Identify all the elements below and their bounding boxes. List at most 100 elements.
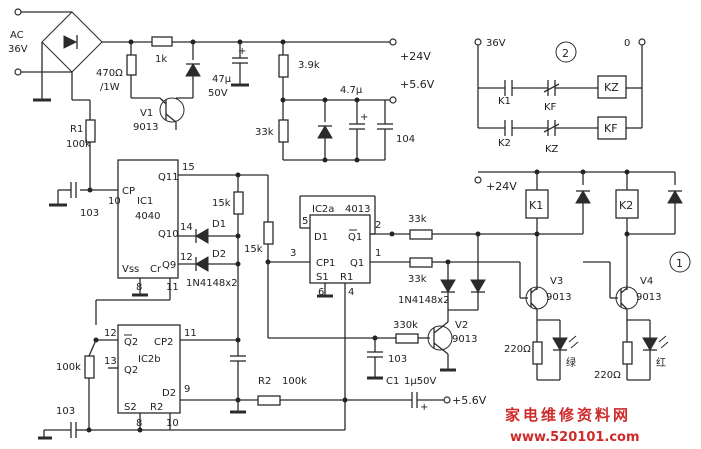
ic2a-section: IC2a 4013 5 D1 Q1 CP1 Q1 S1 R1 2 1 6 4 3…	[299, 195, 537, 430]
ic2b-section: Q2 12 Q2 13 IC2b CP2 11 D2 9 S2 R2 8 10 …	[38, 324, 487, 440]
r330k-label: 330k	[393, 320, 418, 331]
transistor-v1	[159, 97, 185, 123]
ic2a-cp1-pin: CP1	[316, 258, 335, 269]
v24-terminal	[389, 38, 397, 46]
d2-label: D2	[212, 249, 226, 260]
ic2b-pin13: 13	[104, 356, 117, 367]
ic2a-pin2: 2	[375, 220, 381, 231]
ic1-q11-pin: Q11	[158, 172, 179, 183]
ic1-chip	[117, 159, 179, 279]
diode-icon	[440, 279, 456, 293]
resistor-3-9k	[278, 54, 289, 78]
v3-label: V3	[550, 276, 563, 287]
r2-label: R2	[258, 376, 271, 387]
resistor-220-a	[532, 341, 543, 365]
r33k-b-label: 33k	[408, 214, 427, 225]
resistor-33k-c	[409, 257, 433, 268]
v1-type-label: 9013	[133, 122, 158, 133]
v24-mid-terminal	[474, 176, 482, 184]
ic2a-q1-pin: Q1	[350, 258, 364, 269]
k1-label: K1	[529, 199, 543, 212]
ic1-vss-pin: Vss	[122, 264, 139, 275]
resistor-33k-b	[409, 229, 433, 240]
v2-type-label: 9013	[452, 334, 477, 345]
ic2b-chip	[117, 324, 181, 414]
v4-label: V4	[640, 276, 653, 287]
bridge-diode-icon	[63, 35, 78, 49]
ic2b-pin10: 10	[166, 418, 179, 429]
r470-label: 470Ω	[96, 68, 123, 79]
diode-d1-icon	[195, 228, 209, 244]
zener-diode-icon	[317, 125, 333, 139]
diode-pair-b-label: 1N4148x2	[398, 295, 450, 306]
ic2a-pin6: 6	[318, 287, 324, 298]
kz-coil-label: KZ	[604, 81, 619, 94]
v4-type-label: 9013	[636, 292, 661, 303]
marker-circle-1	[669, 251, 691, 273]
ic2b-label: IC2b	[138, 354, 161, 365]
diode-icon	[470, 279, 486, 293]
ic2a-d1-pin: D1	[314, 232, 328, 243]
c103-b-label: 103	[388, 354, 407, 365]
ic1-pin8: 8	[136, 282, 142, 293]
transistor-v2	[427, 325, 453, 351]
ic2b-pin8: 8	[136, 418, 142, 429]
watermark-text: 家电维修资料网	[505, 406, 631, 424]
ic2a-label: IC2a	[312, 204, 334, 215]
ic2b-q2bar-pin: Q2	[124, 337, 138, 348]
ic2a-type-label: 4013	[345, 204, 370, 215]
ic2b-q2-pin: Q2	[124, 365, 138, 376]
v56-bottom-label: +5.6V	[452, 394, 487, 407]
ic1-type-label: 4040	[135, 211, 160, 222]
r33k-a-label: 33k	[255, 127, 274, 138]
kz-contact-label: KZ	[545, 144, 559, 155]
r15k-a-label: 15k	[212, 198, 231, 209]
ic2b-pin12: 12	[104, 328, 117, 339]
c47-volts-label: 50V	[208, 88, 228, 99]
c1-label: C1	[386, 376, 399, 387]
r1-value-label: 100k	[66, 139, 91, 150]
r15k-b-label: 15k	[244, 244, 263, 255]
ic1-pin10: 10	[108, 196, 121, 207]
ic2b-pin11: 11	[184, 328, 197, 339]
power-supply: AC 36V +24V 1k 470Ω /1W	[8, 8, 435, 163]
ic2a-pin1: 1	[375, 248, 381, 259]
ac-terminal-bottom	[14, 68, 22, 76]
ic1-pin12: 12	[180, 252, 193, 263]
v24-top-label: +24V	[400, 50, 431, 63]
ac-label: AC	[10, 30, 24, 41]
c1-value-label: 1μ50V	[404, 376, 436, 387]
c47u-label: 4.7μ	[340, 85, 363, 96]
ic1-q10-pin: Q10	[158, 229, 179, 240]
transistor-v3	[525, 286, 549, 310]
diode-pair-a-label: 1N4148x2	[186, 278, 238, 289]
r470-power-label: /1W	[100, 82, 120, 93]
resistor-33k-a	[278, 119, 289, 143]
resistor-220-b	[622, 341, 633, 365]
r220-b-label: 220Ω	[594, 370, 621, 381]
v56-bottom-terminal	[443, 396, 451, 404]
k2-contact-label: K2	[498, 138, 511, 149]
v24-mid-label: +24V	[486, 180, 517, 193]
v36-right-terminal	[474, 38, 482, 46]
watermark-url: www.520101.com	[510, 430, 640, 445]
ic2b-s2-pin: S2	[124, 402, 137, 413]
kf-contact-label: KF	[544, 102, 557, 113]
contactor-logic: 36V 0 2 K1 KF KZ K2 KZ KF	[474, 38, 646, 155]
ic1-cr-pin: Cr	[150, 264, 162, 275]
transistor-v4	[615, 286, 639, 310]
resistor-r2	[257, 395, 281, 406]
ic2b-pin9: 9	[184, 384, 190, 395]
v56-top-label: +5.6V	[400, 78, 435, 91]
ic2a-pin5: 5	[302, 216, 308, 227]
ic1-pin11: 11	[166, 282, 179, 293]
ic2b-cp2-pin: CP2	[154, 337, 173, 348]
ic1-pin15: 15	[182, 162, 195, 173]
flyback-diode-icon	[667, 190, 683, 204]
cap-plus-mark: +	[420, 402, 428, 413]
led-green-label: 绿	[566, 356, 576, 369]
ac-volts-label: 36V	[8, 44, 28, 55]
ic2b-d2-pin: D2	[162, 388, 176, 399]
r1k-label: 1k	[155, 54, 167, 65]
